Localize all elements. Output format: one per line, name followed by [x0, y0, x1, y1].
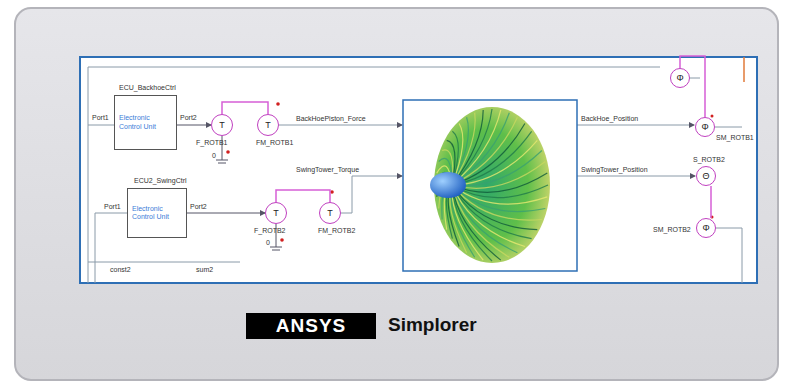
block-name: ECU_BackhoeCtrl	[119, 84, 176, 91]
symbol-letter: Φ	[676, 73, 683, 83]
component-name: F_ROTB1	[196, 139, 228, 146]
component-name: FM_ROTB2	[318, 227, 355, 234]
pin-name: Port2	[180, 114, 197, 121]
sensor-symbol: ΘS_ROTB2	[696, 166, 716, 186]
illustration-frame	[403, 100, 577, 271]
pin-name: Port1	[92, 114, 109, 121]
signal-wire	[177, 125, 211, 126]
block-name: ECU2_SwingCtrl	[134, 177, 187, 184]
signal-name: SwingTower_Position	[581, 166, 648, 173]
symbol-letter: T	[273, 208, 279, 218]
pin-name: Port1	[104, 203, 121, 210]
signal-wire	[187, 213, 265, 214]
sensor-symbol: TFM_ROTB2	[319, 202, 341, 224]
product-name: Simplorer	[388, 315, 477, 334]
ground-value: 0	[266, 239, 270, 246]
symbol-letter: Φ	[702, 223, 709, 233]
sensor-link	[222, 102, 268, 114]
turbine-hub	[430, 172, 466, 198]
sensor-symbol: ΦSM_ROTB1	[695, 117, 715, 137]
component-name: SM_ROTB2	[653, 226, 691, 233]
component-name: F_ROTB2	[254, 227, 286, 234]
sensor-symbol: ΦSM_ROTB2	[696, 218, 716, 238]
sensor-link	[710, 186, 712, 218]
schematic-area	[80, 57, 757, 283]
wire	[743, 57, 745, 82]
sensor-symbol: TF_ROTB1	[211, 114, 233, 136]
sensor-link	[276, 190, 330, 202]
component-name: SM_ROTB1	[716, 134, 754, 141]
sensor-symbol: TF_ROTB2	[265, 202, 287, 224]
brand-logo: ANSYS	[246, 313, 376, 339]
signal-name: BackHoePiston_Force	[296, 115, 366, 122]
pin-name: Port2	[190, 203, 207, 210]
sensor-symbol: Φ	[670, 68, 690, 88]
signal-name: BackHoe_Position	[581, 115, 638, 122]
symbol-letter: T	[327, 208, 333, 218]
block-type: Electronic Control Unit	[132, 205, 182, 221]
block-type: Electronic Control Unit	[119, 114, 172, 130]
symbol-letter: Φ	[701, 122, 708, 132]
control-unit-box: ECU2_SwingCtrlElectronic Control Unit	[127, 188, 187, 238]
control-unit-box: ECU_BackhoeCtrlElectronic Control Unit	[114, 95, 177, 150]
signal-name: SwingTower_Torque	[296, 166, 359, 173]
symbol-letter: T	[219, 120, 225, 130]
symbol-letter: T	[265, 120, 271, 130]
component-name: S_ROTB2	[693, 156, 725, 163]
ground-value: 0	[212, 152, 216, 159]
block-name: sum2	[196, 266, 213, 273]
symbol-letter: Θ	[702, 171, 709, 181]
sensor-symbol: TFM_ROTB1	[257, 114, 279, 136]
logo-text: ANSYS	[276, 315, 346, 337]
wires	[88, 67, 742, 283]
block-name: const2	[110, 266, 131, 273]
component-name: FM_ROTB1	[256, 139, 293, 146]
panel	[15, 8, 778, 380]
